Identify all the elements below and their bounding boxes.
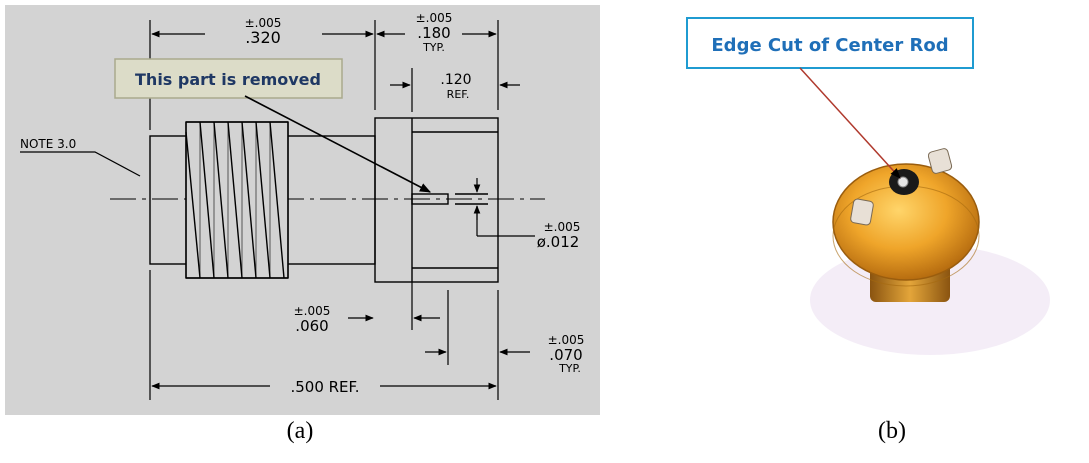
dimension-texts: ±.005 .320 ±.005 .180 TYP. .120 REF. NOT… bbox=[20, 11, 584, 396]
dim-typ-180: TYP. bbox=[422, 41, 445, 54]
edge-cut-label: Edge Cut of Center Rod bbox=[711, 35, 948, 56]
dim-overall-500: .500 REF. bbox=[290, 378, 359, 396]
panel-a: ±.005 .320 ±.005 .180 TYP. .120 REF. NOT… bbox=[5, 5, 600, 415]
note-label: NOTE 3.0 bbox=[20, 137, 76, 151]
threads bbox=[185, 121, 289, 279]
dim-tol-320: ±.005 bbox=[245, 16, 282, 30]
center-rod-cut bbox=[897, 176, 909, 188]
removed-part-callout: This part is removed bbox=[114, 58, 431, 193]
edge-cut-arrow bbox=[799, 67, 901, 179]
dim-val-060: .060 bbox=[295, 317, 328, 335]
dim-tol-180: ±.005 bbox=[416, 11, 453, 25]
mounting-tab-top bbox=[927, 148, 953, 174]
callout-arrow bbox=[244, 95, 431, 193]
caption-a: (a) bbox=[286, 418, 314, 444]
dim-val-120: .120 bbox=[440, 72, 471, 88]
part-outline bbox=[110, 117, 545, 283]
center-pin bbox=[411, 193, 449, 205]
edge-cut-label-box bbox=[686, 17, 974, 69]
callout-text: This part is removed bbox=[135, 70, 321, 89]
part-head bbox=[374, 117, 499, 283]
dim-ref-120: REF. bbox=[447, 88, 470, 101]
dim-tol-060: ±.005 bbox=[294, 304, 331, 318]
mounting-tab-left bbox=[850, 198, 874, 226]
dim-val-070: .070 bbox=[549, 346, 582, 364]
caption-b: (b) bbox=[878, 418, 906, 444]
dim-val-dia: ø.012 bbox=[537, 233, 580, 251]
panel-b: Edge Cut of Center Rod bbox=[686, 17, 1050, 355]
callout-box bbox=[114, 58, 343, 99]
dim-tol-dia: ±.005 bbox=[544, 220, 581, 234]
dim-val-180: .180 bbox=[417, 24, 450, 42]
dimension-lines bbox=[20, 20, 535, 400]
dim-val-320: .320 bbox=[245, 28, 281, 47]
dim-tol-070: ±.005 bbox=[548, 333, 585, 347]
dim-typ-070: TYP. bbox=[558, 362, 581, 375]
